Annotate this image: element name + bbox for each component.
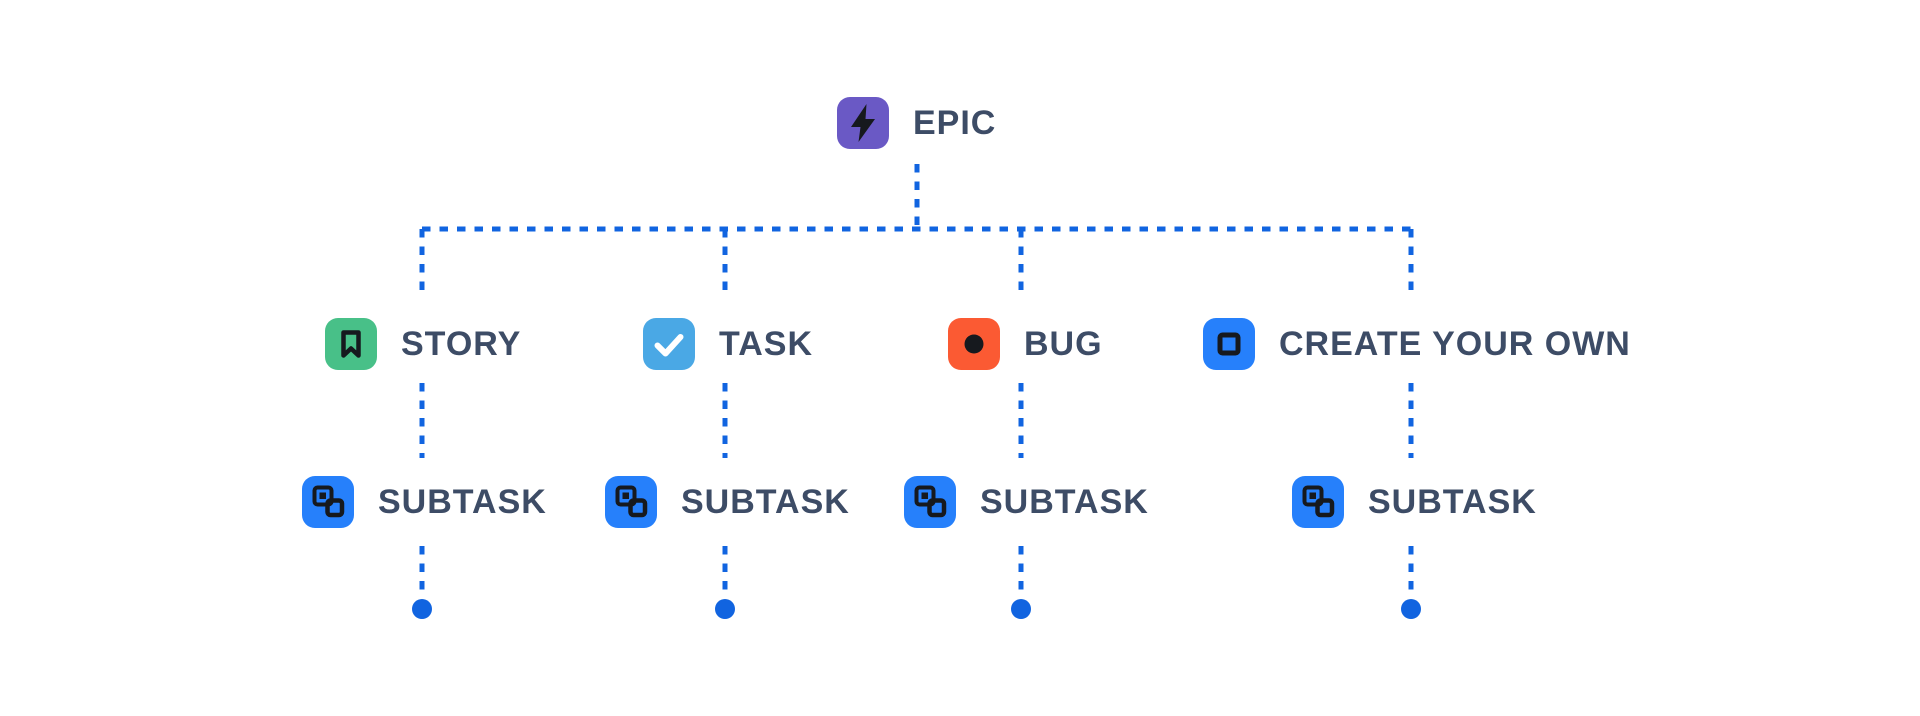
subtask-icon — [904, 476, 956, 528]
lightning-bolt-glyph — [851, 104, 875, 142]
subtask-glyph-square-b — [325, 498, 345, 518]
subtask-glyph-square-b — [927, 498, 947, 518]
bookmark-glyph — [341, 330, 361, 358]
subtask-glyph-dot — [622, 492, 629, 499]
node-task: TASK — [643, 318, 813, 370]
node-story: STORY — [325, 318, 521, 370]
node-label-bug: BUG — [1024, 325, 1103, 363]
node-label-epic: EPIC — [913, 104, 997, 142]
node-label-create-your-own: CREATE YOUR OWN — [1279, 325, 1631, 363]
subtask-glyph-dot — [1309, 492, 1316, 499]
node-epic: EPIC — [837, 97, 996, 149]
leaf-dot — [1401, 599, 1421, 619]
subtask-icon — [1292, 476, 1344, 528]
square-outline-glyph — [1217, 332, 1241, 356]
leaf-dot — [412, 599, 432, 619]
subtask-glyph-square-a — [914, 485, 936, 507]
leaf-dot — [715, 599, 735, 619]
subtask-glyph-dot — [319, 492, 326, 499]
node-subtask-task: SUBTASK — [605, 476, 850, 528]
task-checkmark-icon — [643, 318, 695, 370]
node-subtask-bug: SUBTASK — [904, 476, 1149, 528]
checkmark-glyph — [654, 334, 684, 357]
subtask-glyph-square-b — [1315, 498, 1335, 518]
epic-lightning-bolt-icon — [837, 97, 889, 149]
subtask-icon — [302, 476, 354, 528]
subtask-glyph-square-a — [312, 485, 334, 507]
leaf-dot — [1011, 599, 1031, 619]
story-bookmark-icon — [325, 318, 377, 370]
node-label-subtask: SUBTASK — [1368, 483, 1537, 521]
create-your-own-square-icon — [1203, 318, 1255, 370]
node-label-subtask: SUBTASK — [378, 483, 547, 521]
node-label-story: STORY — [401, 325, 522, 363]
subtask-glyph-square-a — [615, 485, 637, 507]
subtask-glyph-square-b — [628, 498, 648, 518]
subtask-glyph-dot — [921, 492, 928, 499]
node-label-subtask: SUBTASK — [681, 483, 850, 521]
circle-glyph — [964, 334, 984, 354]
node-label-subtask: SUBTASK — [980, 483, 1149, 521]
subtask-glyph-square-a — [1302, 485, 1324, 507]
node-label-task: TASK — [719, 325, 814, 363]
node-bug: BUG — [948, 318, 1103, 370]
bug-circle-icon — [948, 318, 1000, 370]
subtask-icon — [605, 476, 657, 528]
node-create-your-own: CREATE YOUR OWN — [1203, 318, 1631, 370]
node-subtask-story: SUBTASK — [302, 476, 547, 528]
node-subtask-create-your-own: SUBTASK — [1292, 476, 1537, 528]
